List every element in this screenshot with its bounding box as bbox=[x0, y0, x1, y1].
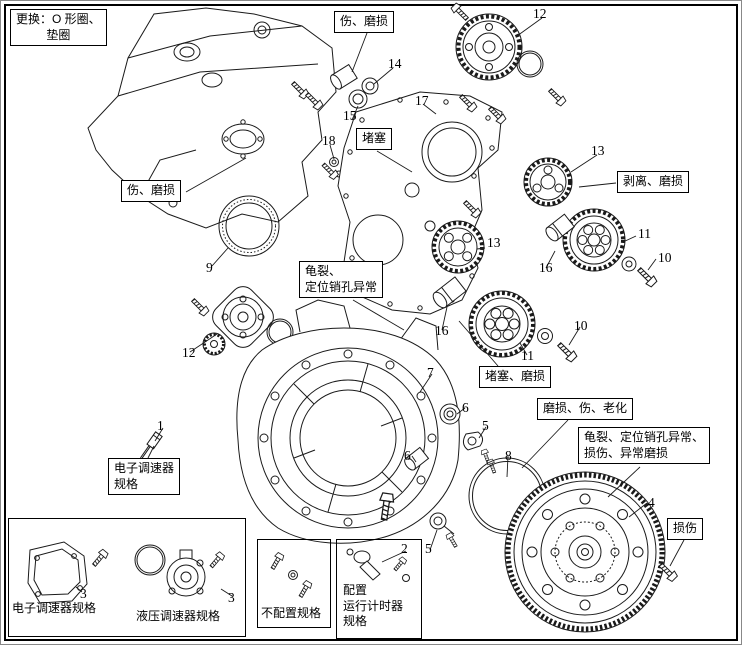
part-number-12: 12 bbox=[182, 345, 196, 360]
note-crack-pinhole-damage-abnormal-wear: 龟裂、定位销孔异常、 损伤、异常磨损 bbox=[578, 427, 711, 465]
part-number-15: 15 bbox=[343, 108, 357, 123]
plug-parts-not-equipped bbox=[268, 551, 314, 600]
flywheel-housing-7 bbox=[236, 299, 460, 544]
part-number-16: 16 bbox=[435, 323, 449, 338]
washer-bolt-10-upper bbox=[621, 256, 659, 289]
idler-shaft-16-upper bbox=[545, 213, 575, 242]
part-number-1: 1 bbox=[157, 418, 164, 433]
idler-gear-13-center bbox=[431, 220, 485, 274]
part-number-4: 4 bbox=[648, 495, 655, 510]
front-seal-9 bbox=[218, 195, 280, 257]
note-peel-wear: 剥离、磨损 bbox=[617, 171, 690, 193]
cover-plate-3 bbox=[27, 541, 110, 604]
part-number-8: 8 bbox=[505, 448, 512, 463]
bracket-5-lower bbox=[429, 512, 460, 549]
idler-gear-13-upper bbox=[523, 157, 573, 207]
note-replace-oring-washer: 更换：O 形圈、 垫圈 bbox=[10, 9, 107, 47]
washer-bolt-10-lower bbox=[537, 328, 579, 364]
gear-11-lower bbox=[468, 290, 536, 358]
part-number-13: 13 bbox=[487, 235, 501, 250]
hydraulic-governor-3 bbox=[134, 544, 226, 597]
part-number-14: 14 bbox=[388, 56, 402, 71]
part-number-7: 7 bbox=[427, 365, 434, 380]
cam-bush-and-washers bbox=[329, 63, 379, 178]
part-number-3: 3 bbox=[228, 590, 235, 605]
bushing-6-lower bbox=[404, 446, 430, 471]
part-number-10: 10 bbox=[574, 318, 588, 333]
oil-pump-12-left bbox=[202, 286, 294, 356]
note-damage-wear-top: 伤、磨损 bbox=[334, 11, 395, 33]
part-number-13: 13 bbox=[591, 143, 605, 158]
note-plug: 堵塞 bbox=[356, 128, 393, 150]
part-number-6: 6 bbox=[404, 448, 411, 463]
box-run-timer-spec bbox=[336, 539, 422, 639]
gear-11-upper-right bbox=[562, 208, 626, 272]
flywheel-4 bbox=[504, 471, 666, 633]
part-number-2: 2 bbox=[401, 541, 408, 556]
note-damage-wear-left: 伤、磨损 bbox=[121, 180, 182, 202]
box-governor-specs bbox=[8, 518, 246, 637]
note-damage: 损伤 bbox=[667, 518, 704, 540]
part-number-5: 5 bbox=[425, 541, 432, 556]
label-electronic-governor-spec-top: 电子调速器 规格 bbox=[108, 458, 181, 496]
part-number-16: 16 bbox=[539, 260, 553, 275]
bushing-6-upper bbox=[439, 403, 461, 425]
part-number-11: 11 bbox=[638, 226, 651, 241]
leader-lines bbox=[75, 17, 685, 597]
part-number-11: 11 bbox=[521, 348, 534, 363]
part-number-5: 5 bbox=[482, 418, 489, 433]
part-number-10: 10 bbox=[658, 250, 672, 265]
caption-run-timer-spec: 配置 运行计时器 规格 bbox=[343, 583, 404, 629]
box-not-equipped-spec bbox=[257, 539, 331, 628]
part-number-12: 12 bbox=[533, 6, 547, 21]
part-number-18: 18 bbox=[322, 133, 336, 148]
note-crack-pinhole-abnormal: 龟裂、 定位销孔异常 bbox=[299, 261, 384, 299]
idler-shaft-16-lower bbox=[432, 276, 467, 309]
run-timer-sensor bbox=[346, 548, 410, 582]
caption-electronic-governor-spec: 电子调速器规格 bbox=[12, 601, 97, 615]
part-number-3: 3 bbox=[80, 586, 87, 601]
note-wear-damage-aging: 磨损、伤、老化 bbox=[537, 398, 634, 420]
diagram-frame bbox=[4, 4, 738, 641]
caption-hydraulic-governor-spec: 液压调速器规格 bbox=[136, 609, 221, 623]
note-plug-wear: 堵塞、磨损 bbox=[479, 366, 552, 388]
cam-gear-12-upper-right bbox=[455, 13, 544, 81]
caption-not-equipped-spec: 不配置规格 bbox=[261, 606, 322, 620]
engine-cylinder-block bbox=[87, 7, 337, 229]
part-number-6: 6 bbox=[462, 400, 469, 415]
part-number-9: 9 bbox=[206, 260, 213, 275]
part-number-17: 17 bbox=[415, 93, 429, 108]
